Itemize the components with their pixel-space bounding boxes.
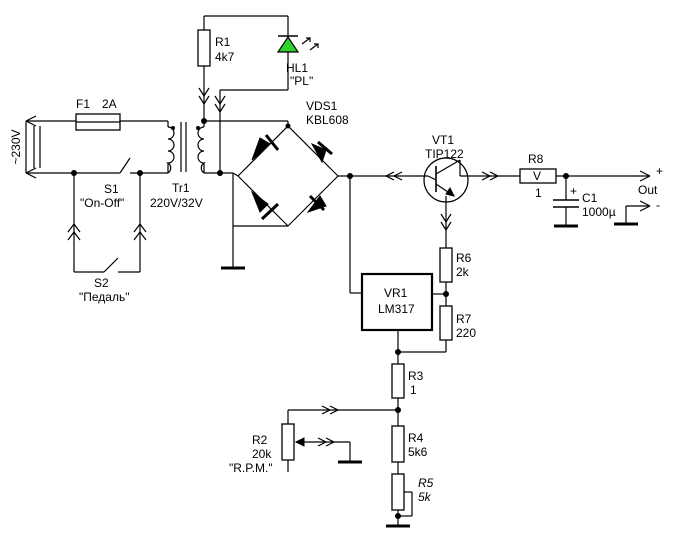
s2-label: S2 <box>94 276 109 290</box>
r5-label: R5 <box>418 476 434 490</box>
trimmer-r5: R5 5k <box>386 473 434 528</box>
r4-value: 5k6 <box>408 445 428 459</box>
bridge-rectifier-vds1: VDS1 KBL608 <box>221 99 350 270</box>
vr1-label: VR1 <box>384 286 408 300</box>
r1-label: R1 <box>215 35 231 49</box>
fuse-f1: F1 2A <box>75 97 168 131</box>
r6-value: 2k <box>456 265 470 279</box>
r8-value: 1 <box>535 186 542 200</box>
resistor-r1: R1 4k7 <box>197 15 288 67</box>
out-plus: + <box>656 164 663 178</box>
r8-mark: V <box>533 169 541 183</box>
c1-value: 1000µ <box>582 205 616 219</box>
s1-label: S1 <box>104 182 119 196</box>
r2-name: "R.P.M." <box>229 461 273 475</box>
r2-label: R2 <box>252 433 268 447</box>
regulator-vr1: VR1 LM317 <box>360 272 446 352</box>
output-terminals: + Out - <box>614 164 663 226</box>
r3-label: R3 <box>408 369 424 383</box>
capacitor-c1: + C1 1000µ <box>553 176 616 228</box>
potentiometer-r2: R2 20k "R.P.M." <box>229 405 398 475</box>
resistor-r4: R4 5k6 <box>391 425 428 474</box>
f1-value: 2A <box>102 97 117 111</box>
r2-value: 20k <box>252 447 272 461</box>
secondary-wiring <box>198 16 288 176</box>
c1-plus: + <box>570 184 577 198</box>
transformer-tr1: Tr1 220V/32V <box>150 121 206 210</box>
mains-label: ~230V <box>9 129 23 164</box>
r5-value: 5k <box>418 490 432 504</box>
vds1-label: VDS1 <box>306 99 338 113</box>
s1-name: "On-Off" <box>80 196 124 210</box>
resistor-r3: R3 1 <box>391 352 424 426</box>
led-hl1: HL1 "PL" <box>220 16 319 91</box>
vt1-value: TIP122 <box>425 147 464 161</box>
r6-label: R6 <box>456 251 472 265</box>
switch-s2: S2 "Педаль" <box>67 173 147 304</box>
tr1-value: 220V/32V <box>150 196 203 210</box>
out-label: Out <box>638 183 658 197</box>
r7-value: 220 <box>456 326 476 340</box>
s2-name: "Педаль" <box>79 290 129 304</box>
r7-label: R7 <box>456 312 472 326</box>
hl1-label: HL1 <box>286 61 308 75</box>
r1-value: 4k7 <box>215 50 235 64</box>
vr1-value: LM317 <box>378 302 415 316</box>
dc-bus <box>347 171 428 294</box>
r4-label: R4 <box>408 431 424 445</box>
r3-value: 1 <box>410 383 417 397</box>
tr1-label: Tr1 <box>172 181 190 195</box>
resistor-r8: V R8 1 <box>519 152 650 200</box>
out-minus: - <box>656 198 660 212</box>
hl1-name: "PL" <box>290 74 313 88</box>
c1-label: C1 <box>582 191 598 205</box>
resistor-r7: R7 220 <box>395 305 476 355</box>
transistor-vt1: VT1 TIP122 <box>423 133 520 248</box>
vds1-value: KBL608 <box>306 113 349 127</box>
switch-s1: S1 "On-Off" <box>71 157 168 210</box>
vt1-label: VT1 <box>432 133 454 147</box>
resistor-r6: R6 2k <box>439 247 472 306</box>
f1-label: F1 <box>76 97 90 111</box>
r8-label: R8 <box>528 152 544 166</box>
